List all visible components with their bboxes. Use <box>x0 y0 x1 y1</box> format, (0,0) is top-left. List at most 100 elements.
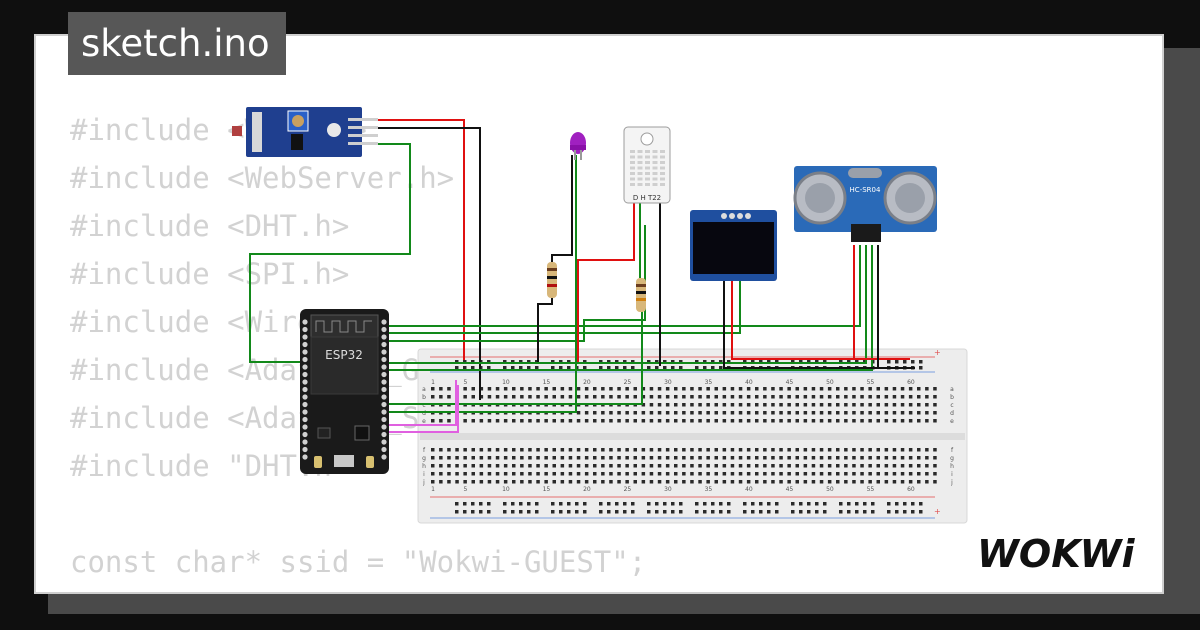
column-label: 30 <box>664 379 672 386</box>
hole <box>512 419 516 423</box>
hole <box>836 464 840 468</box>
dht22-sensor[interactable]: D H T22 <box>623 126 671 204</box>
hole <box>787 480 791 484</box>
hole <box>722 419 727 423</box>
led[interactable] <box>570 132 586 160</box>
hole <box>471 464 475 468</box>
wire-black <box>537 298 553 362</box>
column-label: 35 <box>705 379 713 386</box>
hole <box>641 456 646 460</box>
hole <box>787 387 791 391</box>
hole <box>576 480 581 484</box>
hole <box>719 510 723 514</box>
hole <box>519 360 523 364</box>
hole <box>674 456 678 460</box>
hole <box>657 472 662 476</box>
hole <box>655 510 659 514</box>
hole <box>463 510 467 514</box>
resistor[interactable] <box>547 262 557 298</box>
hole <box>892 448 897 452</box>
esp32-board[interactable]: ESP32 <box>300 309 389 474</box>
grille-slot <box>660 155 665 159</box>
wire-green <box>386 300 643 405</box>
ultrasonic-sensor[interactable]: HC-SR04 <box>793 166 937 242</box>
grille-slot <box>637 177 643 181</box>
hole <box>887 360 891 364</box>
hole <box>795 411 799 415</box>
hole <box>730 387 735 391</box>
hole <box>544 387 548 391</box>
hole <box>695 510 699 514</box>
hole <box>763 411 767 415</box>
hole <box>674 411 678 415</box>
pin <box>381 454 387 460</box>
hole <box>503 502 507 506</box>
hole <box>839 502 843 506</box>
row-label: c <box>422 402 425 409</box>
hole <box>583 510 587 514</box>
hole <box>811 395 816 399</box>
hole <box>706 411 710 415</box>
hole <box>617 419 621 423</box>
hole <box>599 510 603 514</box>
hole <box>919 366 923 370</box>
hole <box>503 448 508 452</box>
hole <box>552 395 556 399</box>
hole <box>552 464 556 468</box>
hole <box>892 387 897 391</box>
hole <box>868 395 872 399</box>
hole <box>852 472 856 476</box>
grille-slot <box>645 183 650 186</box>
hole <box>665 387 670 391</box>
hole <box>479 456 484 460</box>
oled-display[interactable] <box>690 210 777 281</box>
hole <box>601 395 605 399</box>
hole <box>679 360 683 364</box>
grille-slot <box>630 177 635 181</box>
hole <box>625 419 629 423</box>
hole <box>593 472 597 476</box>
hole <box>823 502 827 506</box>
hole <box>767 502 771 506</box>
hole <box>528 464 532 468</box>
row-label: c <box>950 402 953 409</box>
hole <box>722 411 727 415</box>
resistor[interactable] <box>636 278 646 312</box>
hole <box>665 464 670 468</box>
hole <box>887 510 891 514</box>
ldr-module[interactable] <box>232 107 378 157</box>
button[interactable] <box>314 456 322 468</box>
hole <box>698 448 702 452</box>
hole <box>431 464 435 468</box>
hole <box>512 464 516 468</box>
hole <box>844 456 848 460</box>
hole <box>495 387 500 391</box>
hole <box>503 360 507 364</box>
column-label: 40 <box>745 486 753 493</box>
pin <box>302 364 308 370</box>
dht-label: D H T22 <box>633 194 661 202</box>
hole <box>917 419 921 423</box>
hole <box>471 510 475 514</box>
hole <box>633 456 637 460</box>
hole <box>763 472 767 476</box>
button[interactable] <box>366 456 374 468</box>
hole <box>551 366 555 370</box>
hole <box>771 456 775 460</box>
hole <box>536 448 540 452</box>
row-label: h <box>422 463 426 470</box>
hole <box>463 448 467 452</box>
hole <box>599 502 603 506</box>
column-label: 10 <box>502 379 510 386</box>
hole <box>479 480 484 484</box>
hole <box>925 403 929 407</box>
hole <box>593 411 597 415</box>
hole <box>919 510 923 514</box>
hole <box>803 480 808 484</box>
hole <box>771 395 775 399</box>
hole <box>447 480 451 484</box>
hole <box>860 395 864 399</box>
hole <box>431 395 435 399</box>
